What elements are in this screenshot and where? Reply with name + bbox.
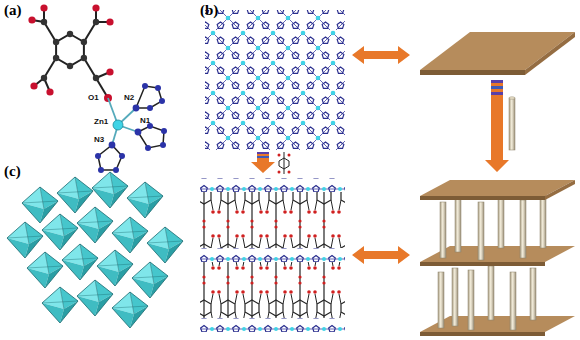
atom-label: N3 [94, 136, 104, 144]
panel-label: (a) [4, 3, 22, 18]
atom-label: N2 [124, 94, 134, 102]
double-arrow [352, 46, 410, 264]
octahedra-packing [7, 172, 183, 328]
down-arrow [251, 80, 509, 173]
panel-label: (b) [200, 3, 218, 18]
coordination-molecule [28, 4, 167, 173]
pillared-structure [200, 178, 345, 332]
pillared-cartoon [420, 180, 575, 336]
panel-label: (c) [4, 164, 21, 179]
atom-label: O1 [88, 94, 99, 102]
atom-label: Zn1 [94, 118, 108, 126]
layer-slab [420, 32, 575, 75]
ligand-icon [278, 152, 291, 174]
pillar-icon [509, 97, 515, 150]
layer-net [205, 10, 345, 150]
atom-label: N1 [140, 117, 150, 125]
